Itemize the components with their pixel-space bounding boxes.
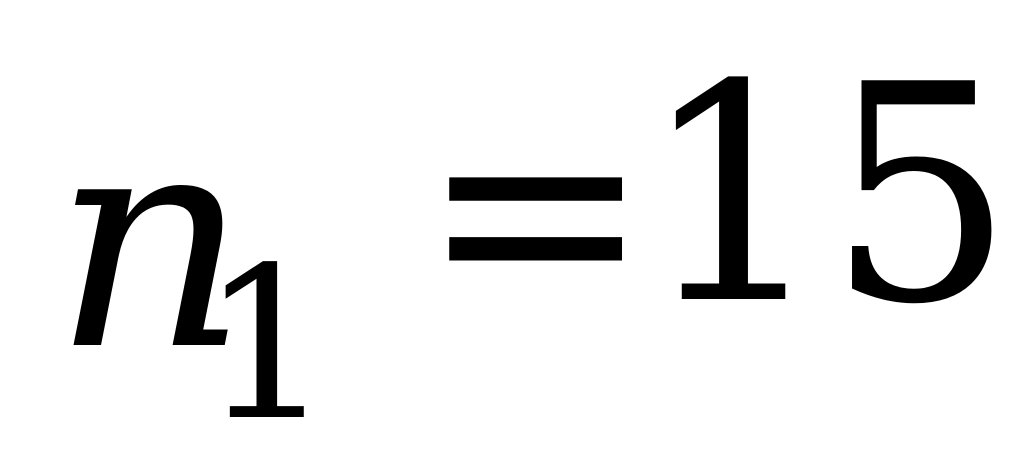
variable-symbol: n — [52, 67, 250, 416]
variable-subscript: 1 — [200, 222, 334, 467]
equals-sign: = — [420, 35, 652, 384]
equation-value: 15 — [640, 21, 1015, 370]
